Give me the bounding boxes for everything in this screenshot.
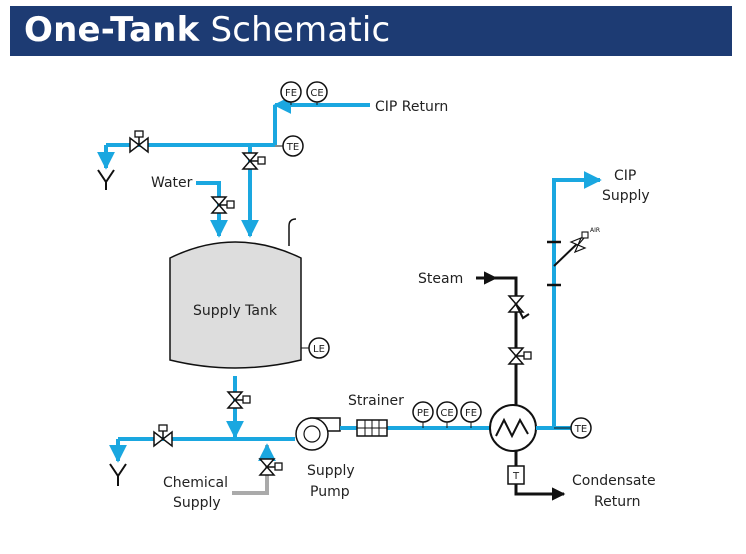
fe-instrument-top [280,81,302,103]
tank-vent [288,218,297,246]
condensate-label-1: Condensate [572,473,656,489]
condensate-label-2: Return [594,494,640,510]
watermark-text: Hygienic Piping [594,513,717,532]
strainer [356,419,388,437]
title-bold: One-Tank [24,10,200,50]
chemical-supply-pipe [232,443,276,495]
wechat-icon [569,513,587,531]
steam-trap: T [507,465,525,485]
air-vent-assembly [547,231,589,287]
condensate-return-pipe [514,484,566,501]
supply-tank-label: Supply Tank [193,303,278,319]
fe-label-mid: FE [465,408,477,419]
cip-return-label: CIP Return [375,99,448,115]
water-label: Water [151,175,193,191]
one-tank-schematic-diagram: FE CE TE CIP Return Water Supply Tank LE [97,81,717,533]
valve-top-left [129,130,149,154]
drain-symbol-top [97,169,115,190]
fe-label-top: FE [285,88,297,99]
pe-instrument [412,401,434,423]
water-pipe [196,181,228,238]
pump-label-2: Pump [310,484,350,500]
strainer-label: Strainer [348,393,404,409]
page-title: One-Tank Schematic [24,10,390,50]
supply-pump [295,417,341,451]
valve-chemical [258,458,283,476]
ce-label-top: CE [310,88,323,99]
chemical-label-2: Supply [173,495,221,511]
heat-exchanger [489,404,537,452]
le-instrument [308,337,330,359]
le-label: LE [313,344,325,355]
te-label-right: TE [574,424,587,435]
valve-tank-inlet [241,152,266,170]
drain-symbol-bottom [109,463,127,486]
steam-label: Steam [418,271,463,287]
cip-supply-riser [552,171,602,428]
valve-water [210,196,235,214]
fe-instrument-mid [460,401,482,423]
valve-bottom-left [153,424,173,448]
pe-label: PE [417,408,429,419]
steam-control-valve [507,295,530,320]
watermark: Hygienic Piping [569,513,717,533]
pump-label-1: Supply [307,463,355,479]
cip-supply-label-2: Supply [602,188,650,204]
title-bar: One-Tank Schematic [10,6,732,56]
title-light: Schematic [210,10,391,50]
ce-instrument-mid [436,401,458,423]
ce-label-mid: CE [440,408,453,419]
air-label: AIR [590,227,600,234]
trap-label: T [512,471,520,482]
valve-tank-outlet [226,391,251,409]
chemical-label-1: Chemical [163,475,228,491]
te-label-top: TE [286,142,299,153]
cip-supply-label-1: CIP [614,168,636,184]
supply-tank [169,241,302,369]
te-instrument-right [570,417,592,439]
te-instrument-top [282,135,304,157]
ce-instrument-top [306,81,328,103]
steam-valve [507,347,532,365]
